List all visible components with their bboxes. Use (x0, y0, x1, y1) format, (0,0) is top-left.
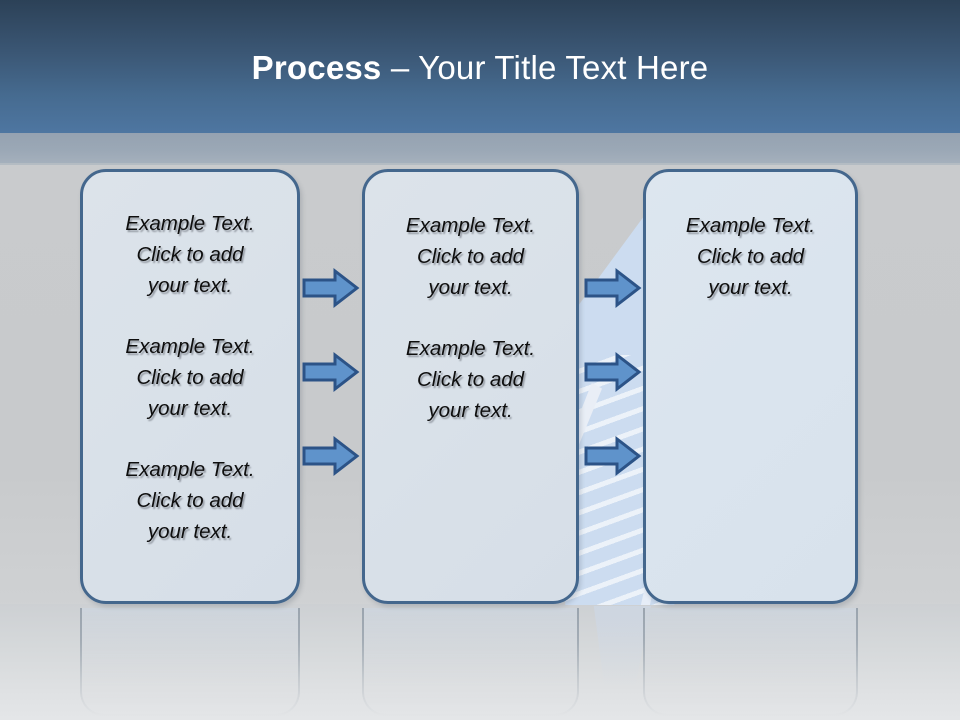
arrow-right-icon-2b[interactable] (584, 351, 642, 393)
card-reflection (80, 608, 300, 716)
page-title: Process – Your Title Text Here (0, 48, 960, 88)
arrow-right-icon-1b[interactable] (302, 351, 360, 393)
card-1-text-block-1[interactable]: Example Text. Click to add your text. (125, 212, 255, 297)
card-reflection (643, 608, 858, 716)
card-1-body: Example Text. Click to add your text. Ex… (83, 172, 297, 601)
card-1-text-block-2[interactable]: Example Text. Click to add your text. (125, 335, 255, 420)
card-1-text-block-3[interactable]: Example Text. Click to add your text. (125, 458, 255, 543)
arrow-right-icon-2c[interactable] (584, 435, 642, 477)
arrow-right-icon-1c[interactable] (302, 435, 360, 477)
page-title-bold: Process (251, 49, 382, 86)
card-reflection (362, 608, 579, 716)
title-banner-band (0, 133, 960, 165)
process-card-2[interactable]: Example Text. Click to add your text. Ex… (362, 169, 579, 604)
card-2-body: Example Text. Click to add your text. Ex… (365, 172, 576, 601)
card-3-body: Example Text. Click to add your text. (646, 172, 855, 601)
title-banner-hairline (0, 163, 960, 165)
title-banner (0, 0, 960, 133)
process-card-3[interactable]: Example Text. Click to add your text. (643, 169, 858, 604)
page-title-rest: – Your Title Text Here (381, 49, 709, 86)
card-2-text-block-2[interactable]: Example Text. Click to add your text. (405, 337, 536, 422)
arrow-right-icon-2a[interactable] (584, 267, 642, 309)
arrow-right-icon-1a[interactable] (302, 267, 360, 309)
process-card-1[interactable]: Example Text. Click to add your text. Ex… (80, 169, 300, 604)
card-2-text-block-1[interactable]: Example Text. Click to add your text. (405, 214, 536, 299)
card-3-text-block-1[interactable]: Example Text. Click to add your text. (685, 214, 816, 299)
